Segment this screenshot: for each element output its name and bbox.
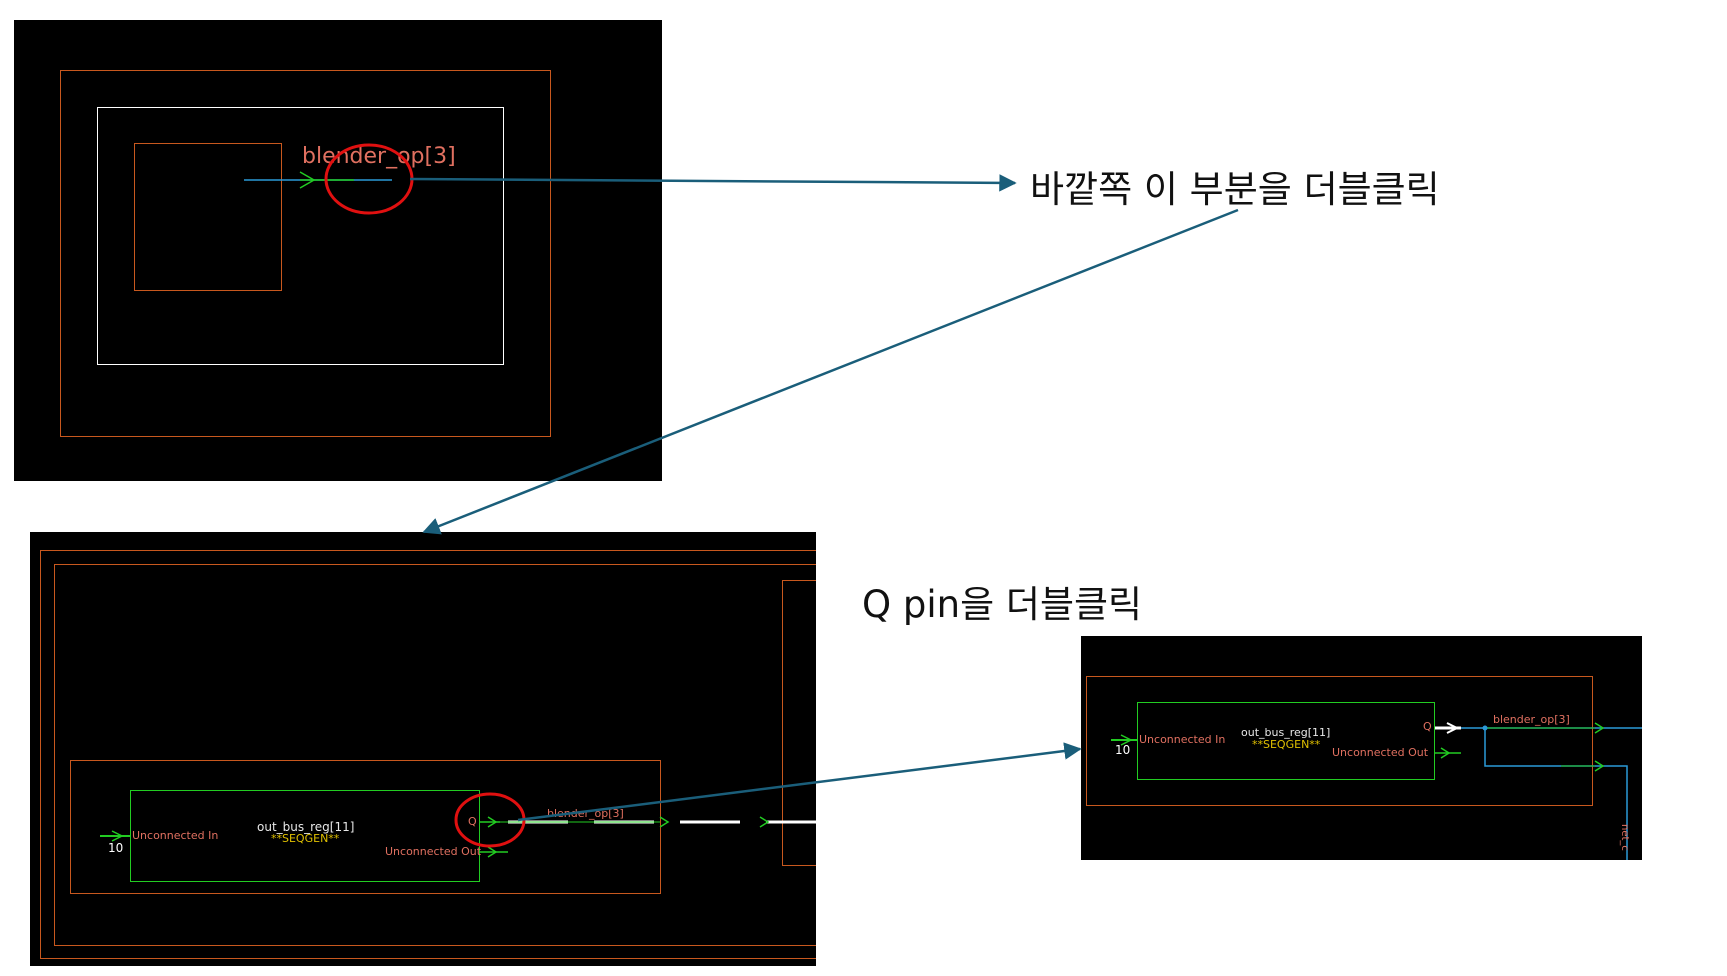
step1-caption: 바깥쪽 이 부분을 더블클릭 [1030,168,1440,211]
register-cell[interactable] [1137,702,1435,780]
q-pin[interactable]: Q [1423,720,1432,733]
cell-type-label: **SEQGEN** [271,832,340,845]
hierarchy-outer-box [40,550,816,959]
schematic-panel-right[interactable]: 10 Unconnected In out_bus_reg[11] **SEQG… [1081,636,1642,860]
net-label: blender_op[3] [547,807,624,820]
side-net-label: net_c [1619,824,1630,851]
net-label: blender_op[3] [1493,713,1570,726]
right-cell-box[interactable] [782,580,816,866]
wire-layer [100,816,816,858]
const-label: 10 [108,841,124,855]
q-pin[interactable]: Q [468,815,477,828]
unconnected-out-pin[interactable]: Unconnected Out [385,845,482,858]
cell-name-label: out_bus_reg[11] [1241,726,1331,739]
schematic-panel-top[interactable]: blender_op[3] [14,20,662,481]
wire-layer [1111,722,1642,860]
cell-name-label: out_bus_reg[11] [257,820,355,834]
unconnected-out-pin[interactable]: Unconnected Out [1332,746,1429,759]
cell-type-label: **SEQGEN** [1252,738,1321,751]
net-wire-layer [244,171,392,189]
inner-cell-box[interactable] [134,143,282,291]
hierarchy-mid-box [54,564,816,946]
step2-caption: Q pin을 더블클릭 [862,583,1143,626]
unconnected-in-pin[interactable]: Unconnected In [132,829,219,842]
schematic-panel-bottom[interactable]: 10 Unconnected In out_bus_reg[11] **SEQG… [30,532,816,966]
register-wrapper-box [1086,676,1593,806]
const-label: 10 [1115,743,1131,757]
net-label: blender_op[3] [302,144,456,169]
unconnected-in-pin[interactable]: Unconnected In [1139,733,1226,746]
